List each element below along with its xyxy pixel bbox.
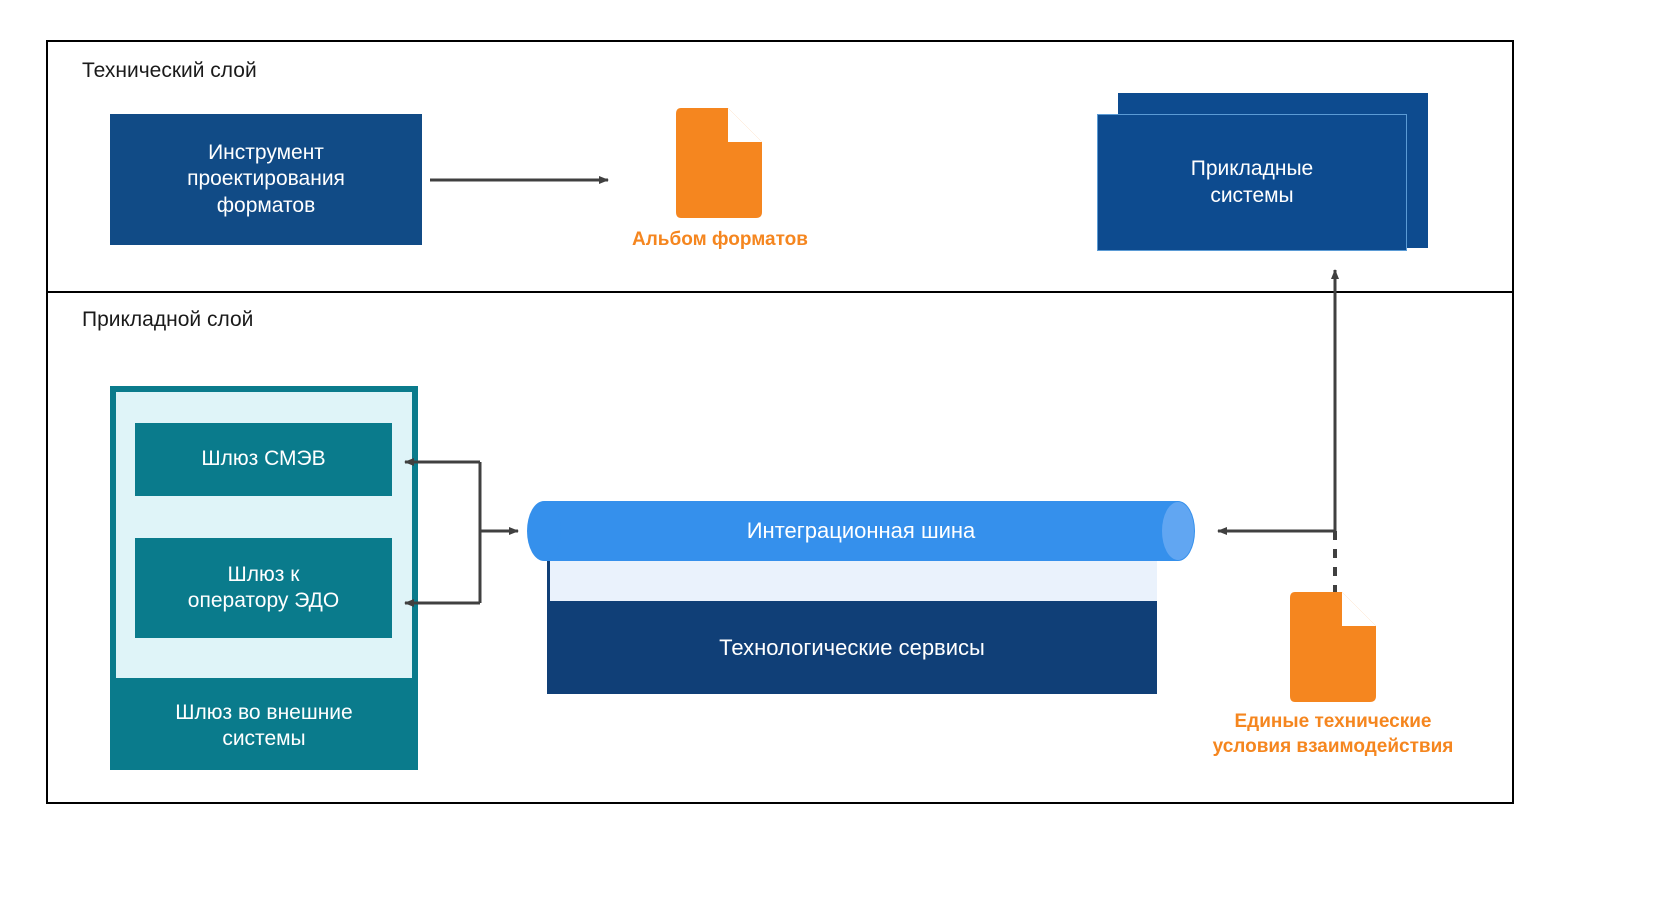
node-design-tool[interactable]: Инструмент проектирования форматов xyxy=(110,114,422,245)
layer-title-technical: Технический слой xyxy=(82,59,257,82)
document-icon[interactable] xyxy=(676,108,762,223)
node-integration-bus[interactable]: Интеграционная шина xyxy=(527,501,1195,561)
node-gateway-edo-label: Шлюз к оператору ЭДО xyxy=(187,562,340,612)
layer-divider xyxy=(46,291,1514,293)
layer-title-applied: Прикладной слой xyxy=(82,308,254,331)
tech-services-top-band xyxy=(550,559,1157,601)
node-integration-bus-label: Интеграционная шина xyxy=(746,518,976,543)
node-applied-systems[interactable]: Прикладные системы xyxy=(1097,114,1407,251)
node-gateway-group-label: Шлюз во внешние системы xyxy=(175,700,353,750)
document-caption-technical-conditions: Единые технические условия взаимодействи… xyxy=(1212,711,1454,757)
node-tech-services-label: Технологические сервисы xyxy=(719,634,985,660)
bus-cap-right xyxy=(1161,501,1195,561)
node-gateway-edo[interactable]: Шлюз к оператору ЭДО xyxy=(135,538,392,638)
bus-body xyxy=(544,501,1178,561)
document-caption-formats-album: Альбом форматов xyxy=(632,229,808,250)
node-applied-systems-label: Прикладные системы xyxy=(1190,157,1314,207)
node-gateway-smev[interactable]: Шлюз СМЭВ xyxy=(135,423,392,496)
bus-cap-left xyxy=(527,501,561,561)
node-gateway-smev-label: Шлюз СМЭВ xyxy=(201,447,326,471)
diagram-frame xyxy=(46,40,1514,804)
node-design-tool-label: Инструмент проектирования форматов xyxy=(187,141,345,217)
document-icon[interactable] xyxy=(1290,592,1376,707)
